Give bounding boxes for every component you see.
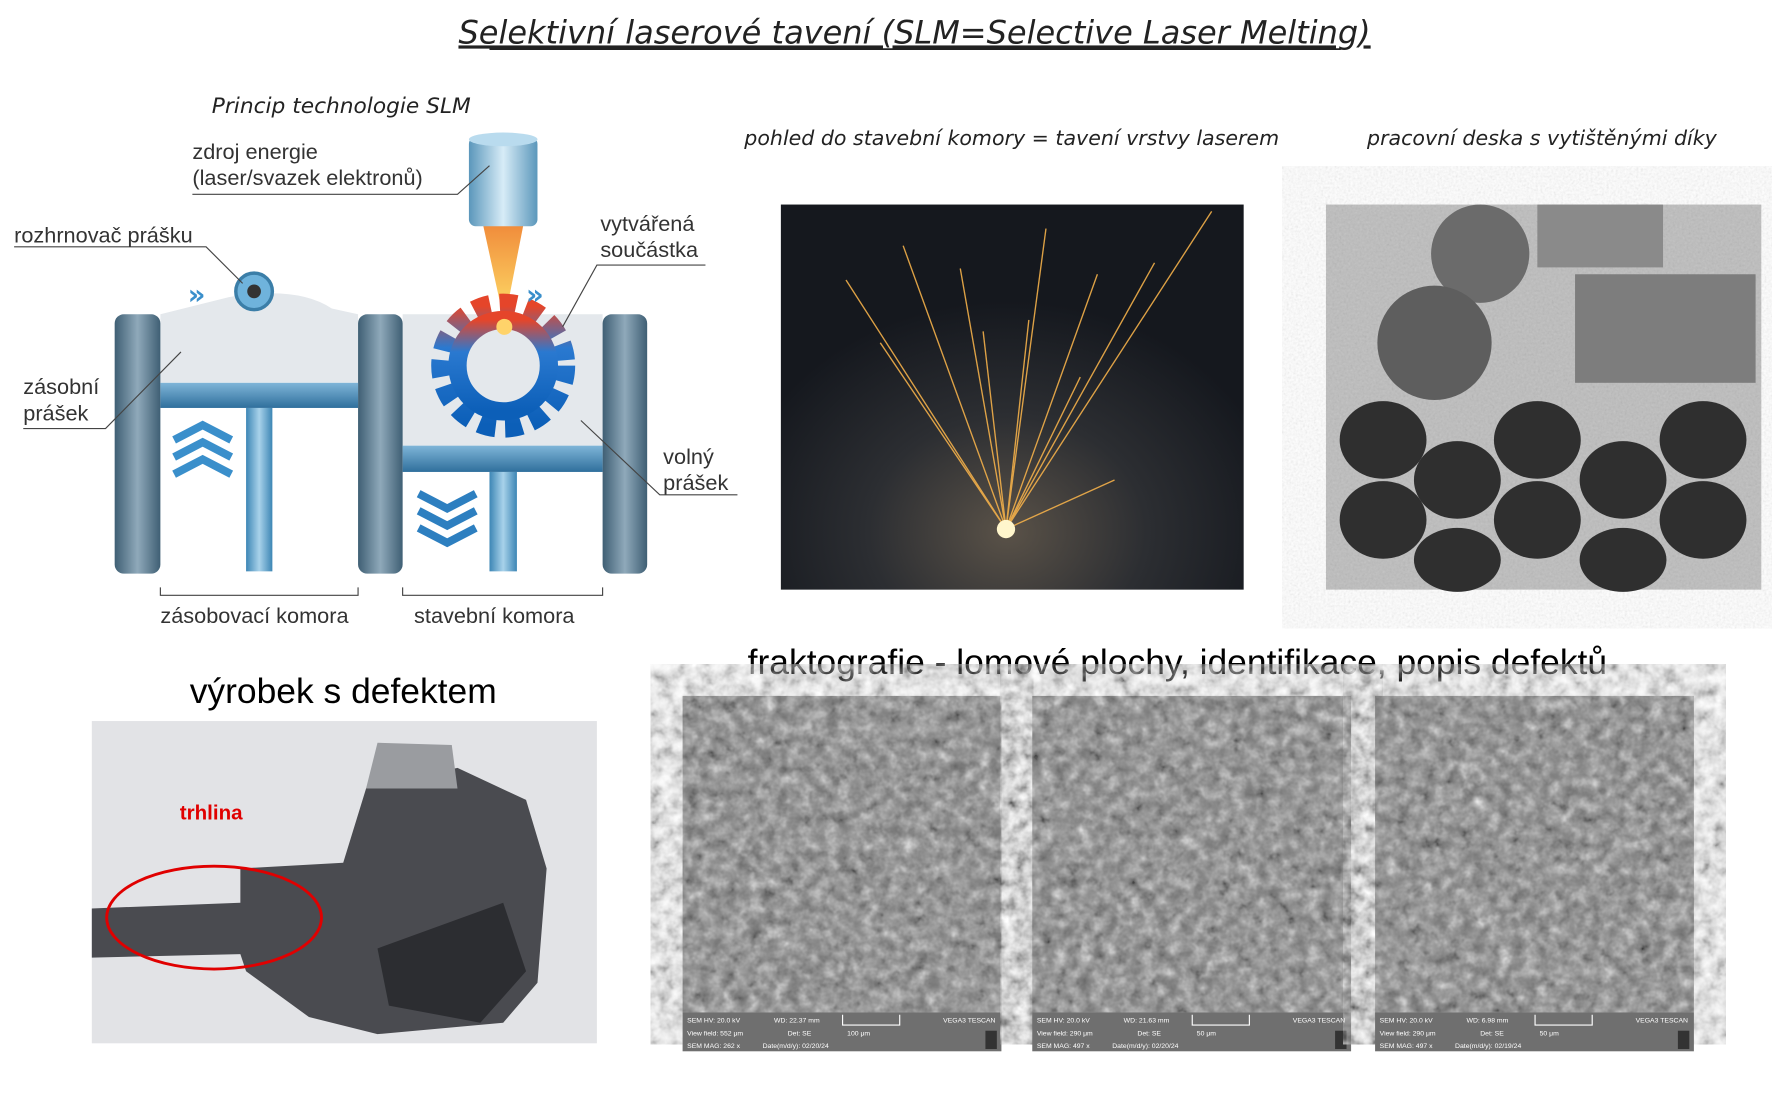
- defect-title: výrobek s defektem: [190, 671, 497, 711]
- build-piston-plate: [402, 445, 603, 472]
- sem-vendor: VEGA3 TESCAN: [1293, 1018, 1345, 1025]
- sem-detector: Det: SE: [1480, 1030, 1504, 1037]
- label-part-2: součástka: [600, 237, 699, 262]
- sem-date: Date(m/d/y): 02/20/24: [1112, 1043, 1178, 1050]
- leader-energy: [192, 165, 490, 195]
- sem-wd: WD: 6.98 mm: [1466, 1018, 1508, 1025]
- leader-supply-powder: [23, 351, 182, 430]
- leader-loose-powder: [580, 420, 738, 496]
- plate-photo-caption: pracovní deska s vytištěnými díky: [1366, 126, 1718, 150]
- supply-piston-rod: [246, 407, 273, 572]
- label-loose-powder: volný: [663, 444, 714, 469]
- sem-image-3: SEM HV: 20.0 kV WD: 6.98 mm VEGA3 TESCAN Vi…: [1375, 695, 1694, 1052]
- label-part: vytvářená: [600, 211, 695, 236]
- leader-recoater: [14, 246, 244, 284]
- sem-scale-label: 50 μm: [1197, 1030, 1216, 1037]
- slide-title: Selektivní laserové tavení (SLM=Selectiv…: [458, 13, 1370, 51]
- build-piston-rod: [489, 471, 517, 572]
- label-build-chamber: stavební komora: [414, 603, 575, 628]
- sem-scale-bar: [1191, 1014, 1250, 1026]
- sem-scale-label: 50 μm: [1540, 1030, 1559, 1037]
- label-supply-powder: zásobní: [23, 374, 99, 399]
- diagram-heading: Princip technologie SLM: [212, 94, 471, 119]
- sem-info-bar: SEM HV: 20.0 kV WD: 21.63 mm VEGA3 TESCAN V…: [1032, 1012, 1352, 1052]
- label-energy-source-detail: (laser/svazek elektronů): [192, 165, 422, 190]
- laser-head: [468, 137, 538, 227]
- right-wall: [602, 314, 648, 574]
- sem-scale-bar: [1534, 1014, 1593, 1026]
- supply-chamber-bracket: [159, 587, 359, 596]
- sem-hv: SEM HV: 20.0 kV: [1380, 1018, 1433, 1025]
- sem-info-bar: SEM HV: 20.0 kV WD: 6.98 mm VEGA3 TESCAN Vi…: [1375, 1012, 1694, 1052]
- middle-wall: [358, 314, 403, 574]
- left-wall: [114, 314, 161, 574]
- sem-view-field: View field: 290 μm: [1037, 1030, 1093, 1037]
- label-loose-powder-2: prášek: [663, 470, 728, 495]
- label-supply-chamber: zásobovací komora: [160, 603, 349, 628]
- motion-arrows-left-icon: »: [188, 280, 206, 311]
- sem-logo-icon: [1677, 1030, 1690, 1050]
- sem-fracture-surface: [682, 695, 1002, 1013]
- melting-photo-caption: pohled do stavební komory = tavení vrstv…: [743, 126, 1279, 150]
- crack-label: trhlina: [180, 801, 243, 824]
- build-plate-photo: [1325, 204, 1762, 592]
- gear-icon: [431, 293, 576, 438]
- laser-beam: [482, 222, 524, 323]
- supply-piston-plate: [160, 382, 359, 408]
- sem-image-1: SEM HV: 20.0 kV WD: 22.37 mm VEGA3 TESCAN V…: [682, 695, 1002, 1052]
- up-arrows-icon: [172, 420, 234, 478]
- label-supply-powder-2: prášek: [23, 401, 88, 426]
- sem-hv: SEM HV: 20.0 kV: [687, 1018, 740, 1025]
- recoater-axle: [247, 284, 261, 299]
- sem-info-bar: SEM HV: 20.0 kV WD: 22.37 mm VEGA3 TESCAN V…: [682, 1012, 1002, 1052]
- build-chamber-bracket: [402, 587, 604, 596]
- sem-logo-icon: [1335, 1030, 1347, 1050]
- sem-date: Date(m/d/y): 02/19/24: [1455, 1043, 1521, 1050]
- sem-magnification: SEM MAG: 497 x: [1380, 1043, 1433, 1050]
- sem-vendor: VEGA3 TESCAN: [1636, 1018, 1688, 1025]
- sem-detector: Det: SE: [1137, 1030, 1161, 1037]
- motion-arrows-right-icon: »: [526, 280, 544, 311]
- label-energy-source: zdroj energie: [192, 139, 317, 164]
- sem-view-field: View field: 290 μm: [1380, 1030, 1436, 1037]
- sem-view-field: View field: 552 μm: [687, 1030, 743, 1037]
- sem-fracture-surface: [1375, 695, 1694, 1013]
- sem-fracture-surface: [1032, 695, 1352, 1013]
- sem-magnification: SEM MAG: 497 x: [1037, 1043, 1090, 1050]
- sem-scale-label: 100 μm: [847, 1030, 870, 1037]
- sem-vendor: VEGA3 TESCAN: [943, 1018, 995, 1025]
- sem-detector: Det: SE: [788, 1030, 812, 1037]
- sem-wd: WD: 21.63 mm: [1124, 1018, 1170, 1025]
- fractography-title: fraktografie - lomové plochy, identifika…: [748, 642, 1607, 682]
- supply-powder: [160, 293, 359, 383]
- sem-scale-bar: [842, 1014, 901, 1026]
- leader-part: [562, 264, 706, 328]
- sem-date: Date(m/d/y): 02/20/24: [763, 1043, 829, 1050]
- slm-principle-diagram: Princip technologie SLM: [14, 94, 738, 628]
- sem-wd: WD: 22.37 mm: [774, 1018, 820, 1025]
- crack-highlight-ellipse: [105, 864, 323, 971]
- sem-logo-icon: [985, 1030, 997, 1050]
- laser-melting-photo: [780, 204, 1244, 590]
- sem-image-2: SEM HV: 20.0 kV WD: 21.63 mm VEGA3 TESCAN V…: [1032, 695, 1352, 1052]
- defect-part-photo: [91, 721, 597, 1044]
- sem-hv: SEM HV: 20.0 kV: [1037, 1018, 1090, 1025]
- label-recoater: rozhrnovač prášku: [14, 222, 193, 247]
- sem-magnification: SEM MAG: 262 x: [687, 1043, 740, 1050]
- laser-head-top: [468, 132, 538, 147]
- down-arrows-icon: [416, 490, 478, 548]
